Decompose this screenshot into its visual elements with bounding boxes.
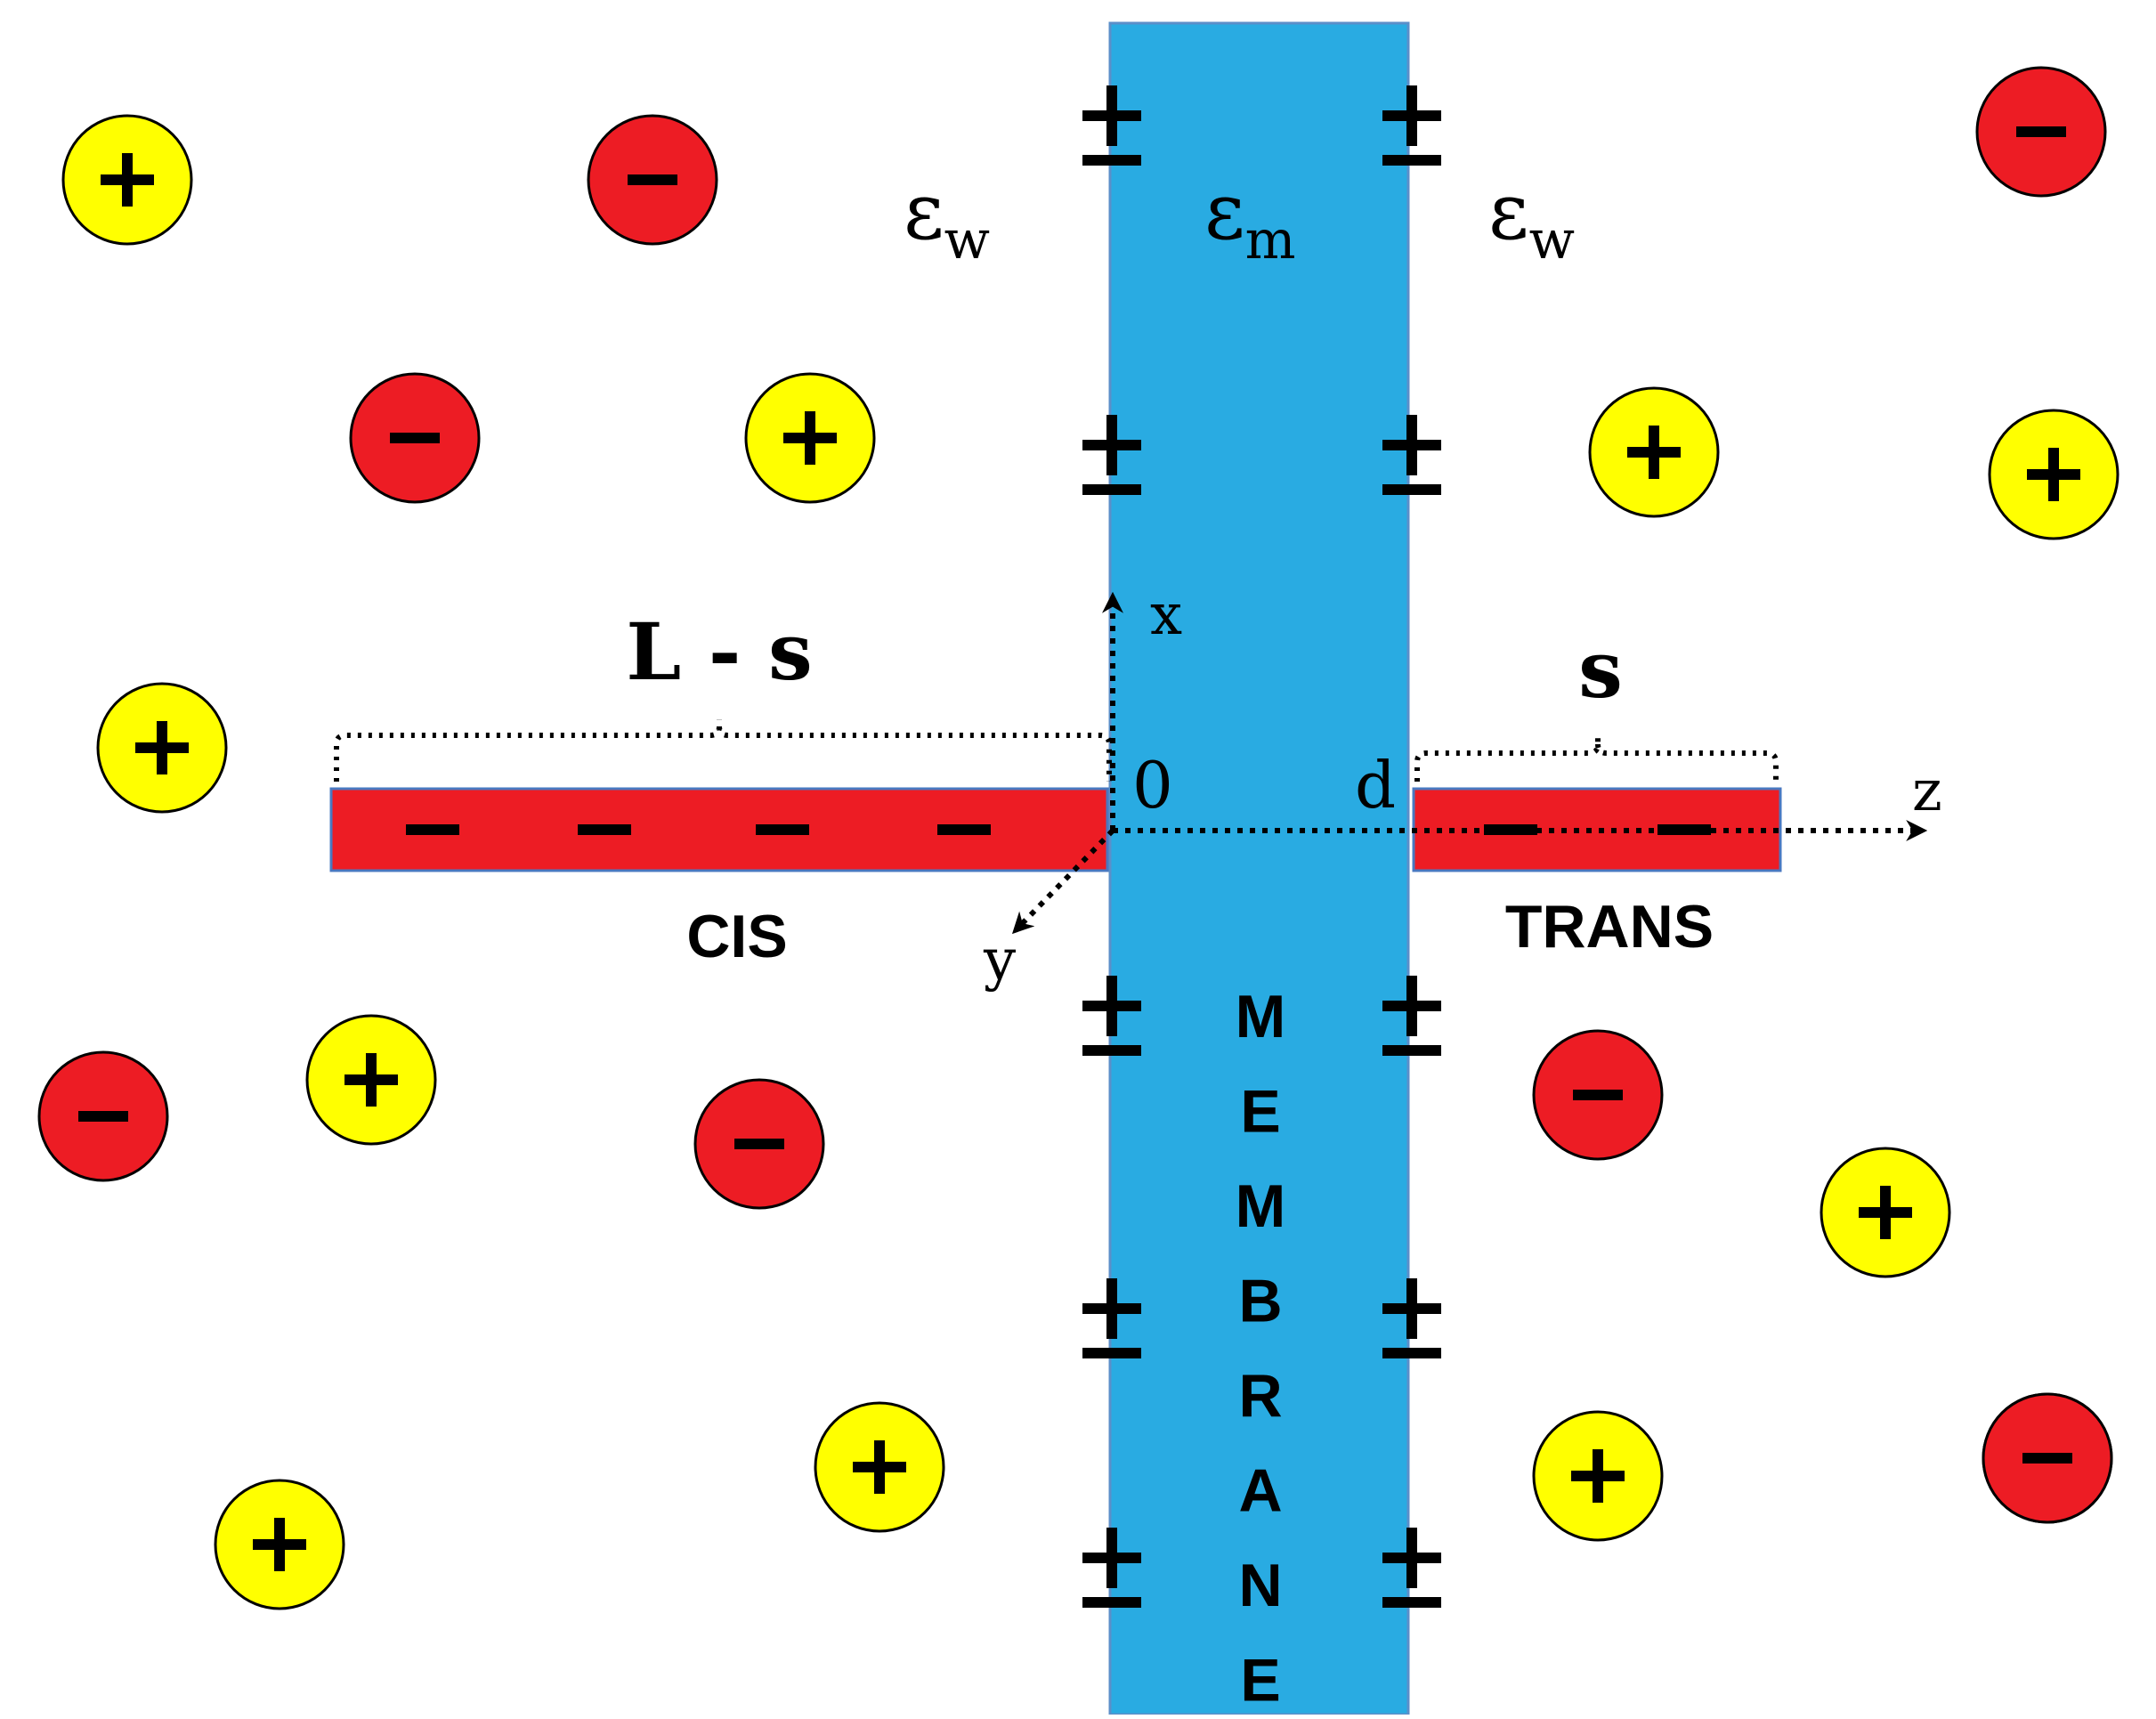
membrane-letter: B — [1238, 1268, 1282, 1335]
anion — [1982, 1392, 2113, 1524]
epsilon-subscript-m: m — [1245, 209, 1296, 272]
x-axis-label: x — [1150, 582, 1182, 648]
cation — [1820, 1147, 1951, 1278]
membrane-letter: A — [1238, 1457, 1282, 1525]
thickness-d-label: d — [1355, 748, 1396, 823]
cation — [305, 1014, 437, 1146]
svg-text:εm: εm — [1204, 166, 1296, 272]
epsilon-symbol: ε — [1488, 166, 1529, 257]
dielectric-membrane: εm — [1204, 166, 1296, 272]
cis-length-label: L - s — [626, 605, 812, 698]
svg-text:εw: εw — [904, 166, 990, 272]
surface-charge-pm — [1382, 415, 1441, 495]
surface-charge-pm — [1082, 976, 1141, 1056]
z-axis-label: z — [1912, 758, 1942, 824]
membrane-letter: M — [1236, 983, 1286, 1050]
cation — [814, 1401, 945, 1533]
surface-charge-pm — [1082, 1528, 1141, 1608]
anion — [693, 1078, 825, 1210]
membrane-letter: E — [1240, 1078, 1280, 1146]
cation — [1988, 409, 2120, 540]
epsilon-subscript-w: w — [944, 209, 990, 272]
cation — [744, 372, 876, 504]
surface-charge-pm — [1082, 1278, 1141, 1358]
cis-length-bracket — [334, 719, 1112, 782]
cation — [1588, 386, 1720, 518]
cation — [214, 1479, 345, 1610]
cis-label: CIS — [686, 903, 787, 970]
surface-charge-pm — [1082, 415, 1141, 495]
epsilon-symbol: ε — [1204, 166, 1245, 257]
membrane-letter: M — [1236, 1172, 1286, 1240]
origin-label: 0 — [1132, 748, 1173, 823]
cation — [96, 682, 228, 814]
surface-charge-pm — [1082, 85, 1141, 166]
anion — [1975, 66, 2107, 198]
trans-label: TRANS — [1505, 893, 1714, 961]
membrane-surface-charges — [1082, 85, 1441, 1608]
dielectric-right: εw — [1488, 166, 1575, 272]
membrane-letter: N — [1238, 1552, 1282, 1619]
surface-charge-pm — [1382, 976, 1441, 1056]
membrane-letter: E — [1240, 1647, 1280, 1715]
y-axis — [1011, 828, 1115, 935]
surface-charge-pm — [1382, 1278, 1441, 1358]
anion — [349, 372, 481, 504]
epsilon-symbol: ε — [904, 166, 944, 257]
cation — [61, 114, 193, 246]
trans-length-bracket — [1414, 735, 1779, 782]
epsilon-subscript-w: w — [1529, 209, 1575, 272]
trans-length-label: s — [1578, 623, 1623, 716]
anion — [37, 1050, 169, 1182]
anion — [587, 114, 718, 246]
y-axis-label: y — [983, 928, 1016, 993]
anion — [1532, 1029, 1664, 1161]
membrane-letter: R — [1238, 1362, 1282, 1430]
surface-charge-pm — [1382, 1528, 1441, 1608]
svg-text:εw: εw — [1488, 166, 1575, 272]
surface-charge-pm — [1382, 85, 1441, 166]
ions — [37, 66, 2120, 1610]
dielectric-left: εw — [904, 166, 990, 272]
cation — [1532, 1410, 1664, 1542]
membrane-slab — [1108, 21, 1410, 1716]
